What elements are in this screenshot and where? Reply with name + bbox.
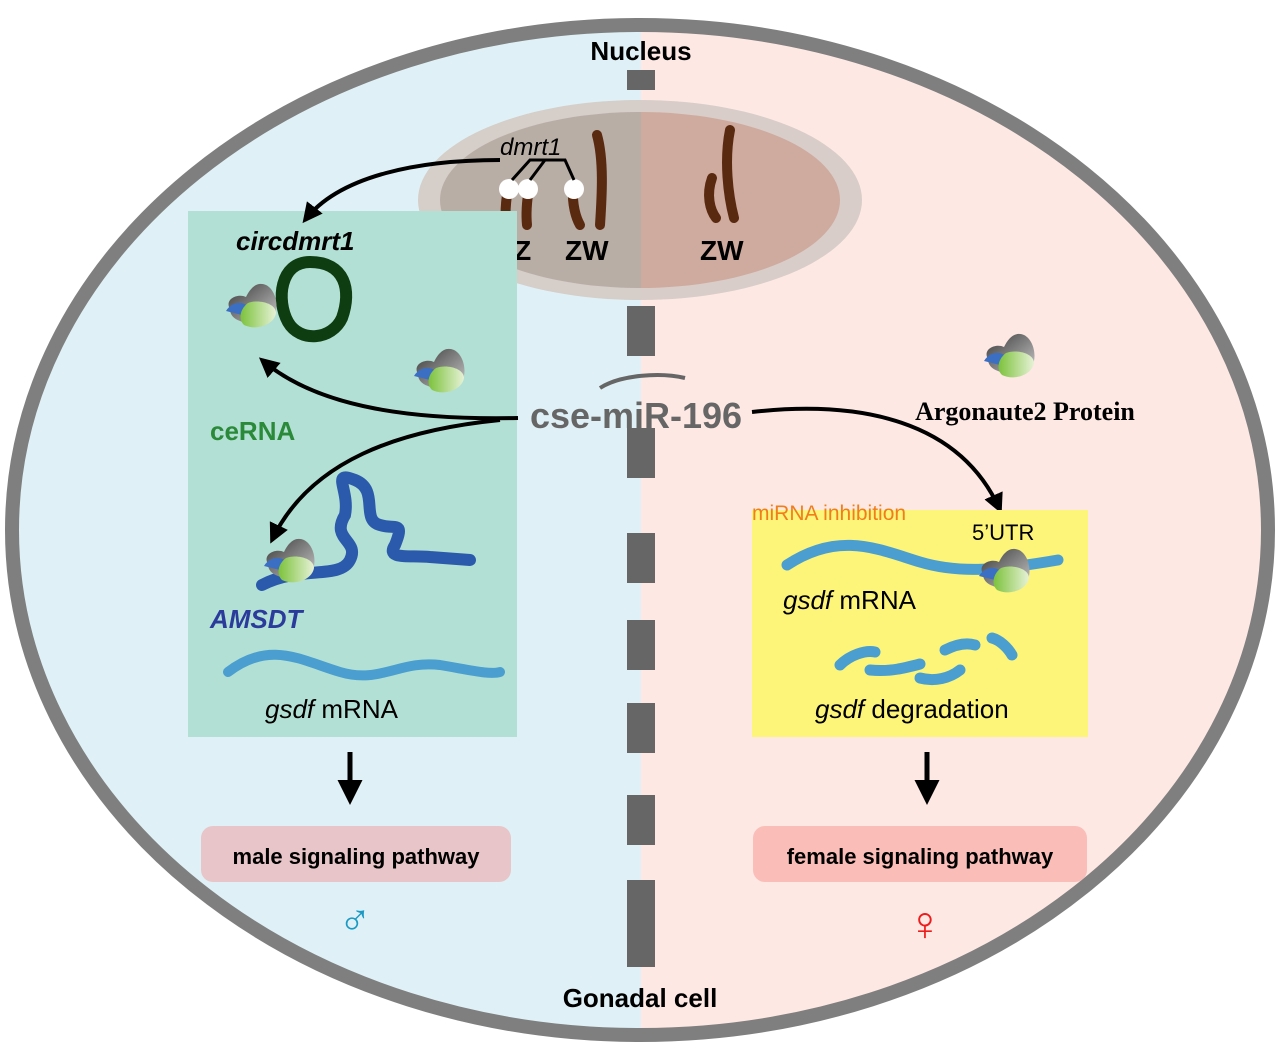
center-divider: [627, 70, 655, 967]
utr-label: 5’UTR: [972, 520, 1034, 545]
female-pathway-box: [753, 826, 1087, 882]
interaction-arrows: [258, 158, 1003, 544]
chromosome-label-zw-right: ZW: [700, 235, 744, 266]
nucleus: dmrt1 ZZ ZW ZW: [418, 100, 862, 300]
gsdf-fragments: [834, 632, 1018, 686]
mirna-inhibition-label: miRNA inhibition: [752, 502, 906, 525]
circdmrt1-label: circdmrt1: [236, 226, 355, 256]
gsdf-mrna-male: [223, 649, 505, 681]
arrow-dmrt1-to-circ: [302, 158, 501, 224]
female-symbol-icon: ♀: [907, 898, 943, 951]
circdmrt1-ring: [275, 255, 353, 343]
gonadal-cell-label: Gonadal cell: [563, 983, 718, 1013]
dmrt1-label: dmrt1: [500, 134, 561, 161]
female-pathway-label: female signaling pathway: [787, 844, 1054, 869]
cell-membrane: [5, 18, 1275, 1042]
arrow-mirna-to-gsdf: [751, 406, 1003, 514]
gsdf-mrna-female-label: gsdf mRNA: [783, 585, 917, 615]
amsdt-transcript: [256, 471, 476, 591]
argonaute2-label: Argonaute2 Protein: [915, 397, 1135, 426]
arrow-mirna-to-circ: [258, 357, 519, 421]
nucleus-title: Nucleus: [590, 36, 691, 66]
arrow-mirna-to-amsdt: [269, 418, 501, 544]
gsdf-degradation-label: gsdf degradation: [815, 694, 1009, 724]
male-symbol-icon: ♂: [339, 896, 372, 945]
ceRNA-label: ceRNA: [210, 416, 295, 446]
male-pathway-label: male signaling pathway: [233, 844, 481, 869]
male-pathway-box: [201, 826, 511, 882]
mirna-label: cse-miR-196: [530, 395, 742, 436]
dmrt1-loci: [499, 179, 584, 199]
amsdt-label: AMSDT: [209, 604, 305, 634]
gsdf-mrna-male-label: gsdf mRNA: [265, 694, 399, 724]
mirna-strand-icon: [598, 373, 686, 390]
chromosome-label-zw-left: ZW: [565, 235, 609, 266]
